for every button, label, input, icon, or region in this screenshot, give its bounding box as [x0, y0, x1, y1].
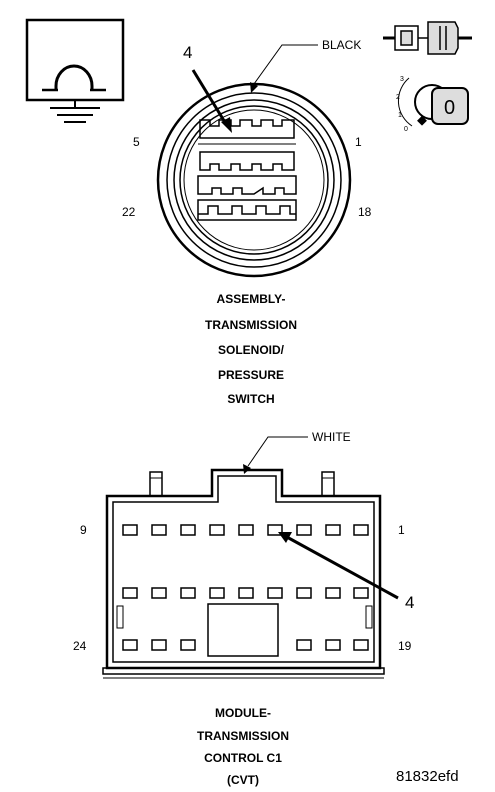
svg-text:MODULE-: MODULE- — [215, 706, 271, 720]
connector-2-title: MODULE- TRANSMISSION CONTROL C1 (CVT) — [197, 706, 289, 787]
key-position-1: 1 — [398, 112, 402, 119]
module-connector-pins — [122, 524, 369, 651]
connector-1-callout-pin: 4 — [183, 43, 192, 62]
svg-text:CONTROL C1: CONTROL C1 — [204, 751, 282, 765]
connector-1-color-label: BLACK — [322, 38, 361, 52]
ignition-key-icon: 3 2 1 0 0 — [396, 76, 469, 133]
connector-1-callout-arrow — [191, 69, 228, 125]
svg-text:TRANSMISSION: TRANSMISSION — [205, 318, 297, 332]
connector-2-color-label: WHITE — [312, 430, 351, 444]
svg-text:ASSEMBLY-: ASSEMBLY- — [217, 292, 286, 306]
connector-plug-icon — [383, 21, 472, 55]
key-position-3: 3 — [400, 76, 404, 83]
connector-2-callout-pin: 4 — [405, 593, 414, 612]
resistance-ground-icon — [25, 18, 125, 123]
connector-1-pin-18: 18 — [358, 205, 372, 219]
connector-1-pin-22: 22 — [122, 205, 136, 219]
connector-2-pin-9: 9 — [80, 523, 87, 537]
connector-2-pin-1: 1 — [398, 523, 405, 537]
connector-2-callout-arrow — [284, 534, 399, 600]
key-number: 0 — [444, 97, 455, 119]
solenoid-switch-connector — [156, 82, 352, 278]
figure-reference: 81832efd — [396, 768, 459, 785]
connector-2-pin-19: 19 — [398, 639, 412, 653]
key-position-0: 0 — [404, 126, 408, 133]
connector-2-color-leader — [247, 436, 308, 467]
connector-1-color-leader — [253, 44, 318, 85]
svg-text:(CVT): (CVT) — [227, 773, 259, 787]
svg-text:SWITCH: SWITCH — [227, 392, 274, 406]
connector-2-pin-24: 24 — [73, 639, 87, 653]
key-position-2: 2 — [396, 94, 400, 101]
module-connector — [102, 468, 385, 679]
connector-1-pin-1: 1 — [355, 135, 362, 149]
svg-text:SOLENOID/: SOLENOID/ — [218, 343, 285, 357]
svg-text:PRESSURE: PRESSURE — [218, 368, 284, 382]
svg-text:TRANSMISSION: TRANSMISSION — [197, 729, 289, 743]
connector-1-title: ASSEMBLY- TRANSMISSION SOLENOID/ PRESSUR… — [205, 292, 297, 406]
connector-1-pin-5: 5 — [133, 135, 140, 149]
